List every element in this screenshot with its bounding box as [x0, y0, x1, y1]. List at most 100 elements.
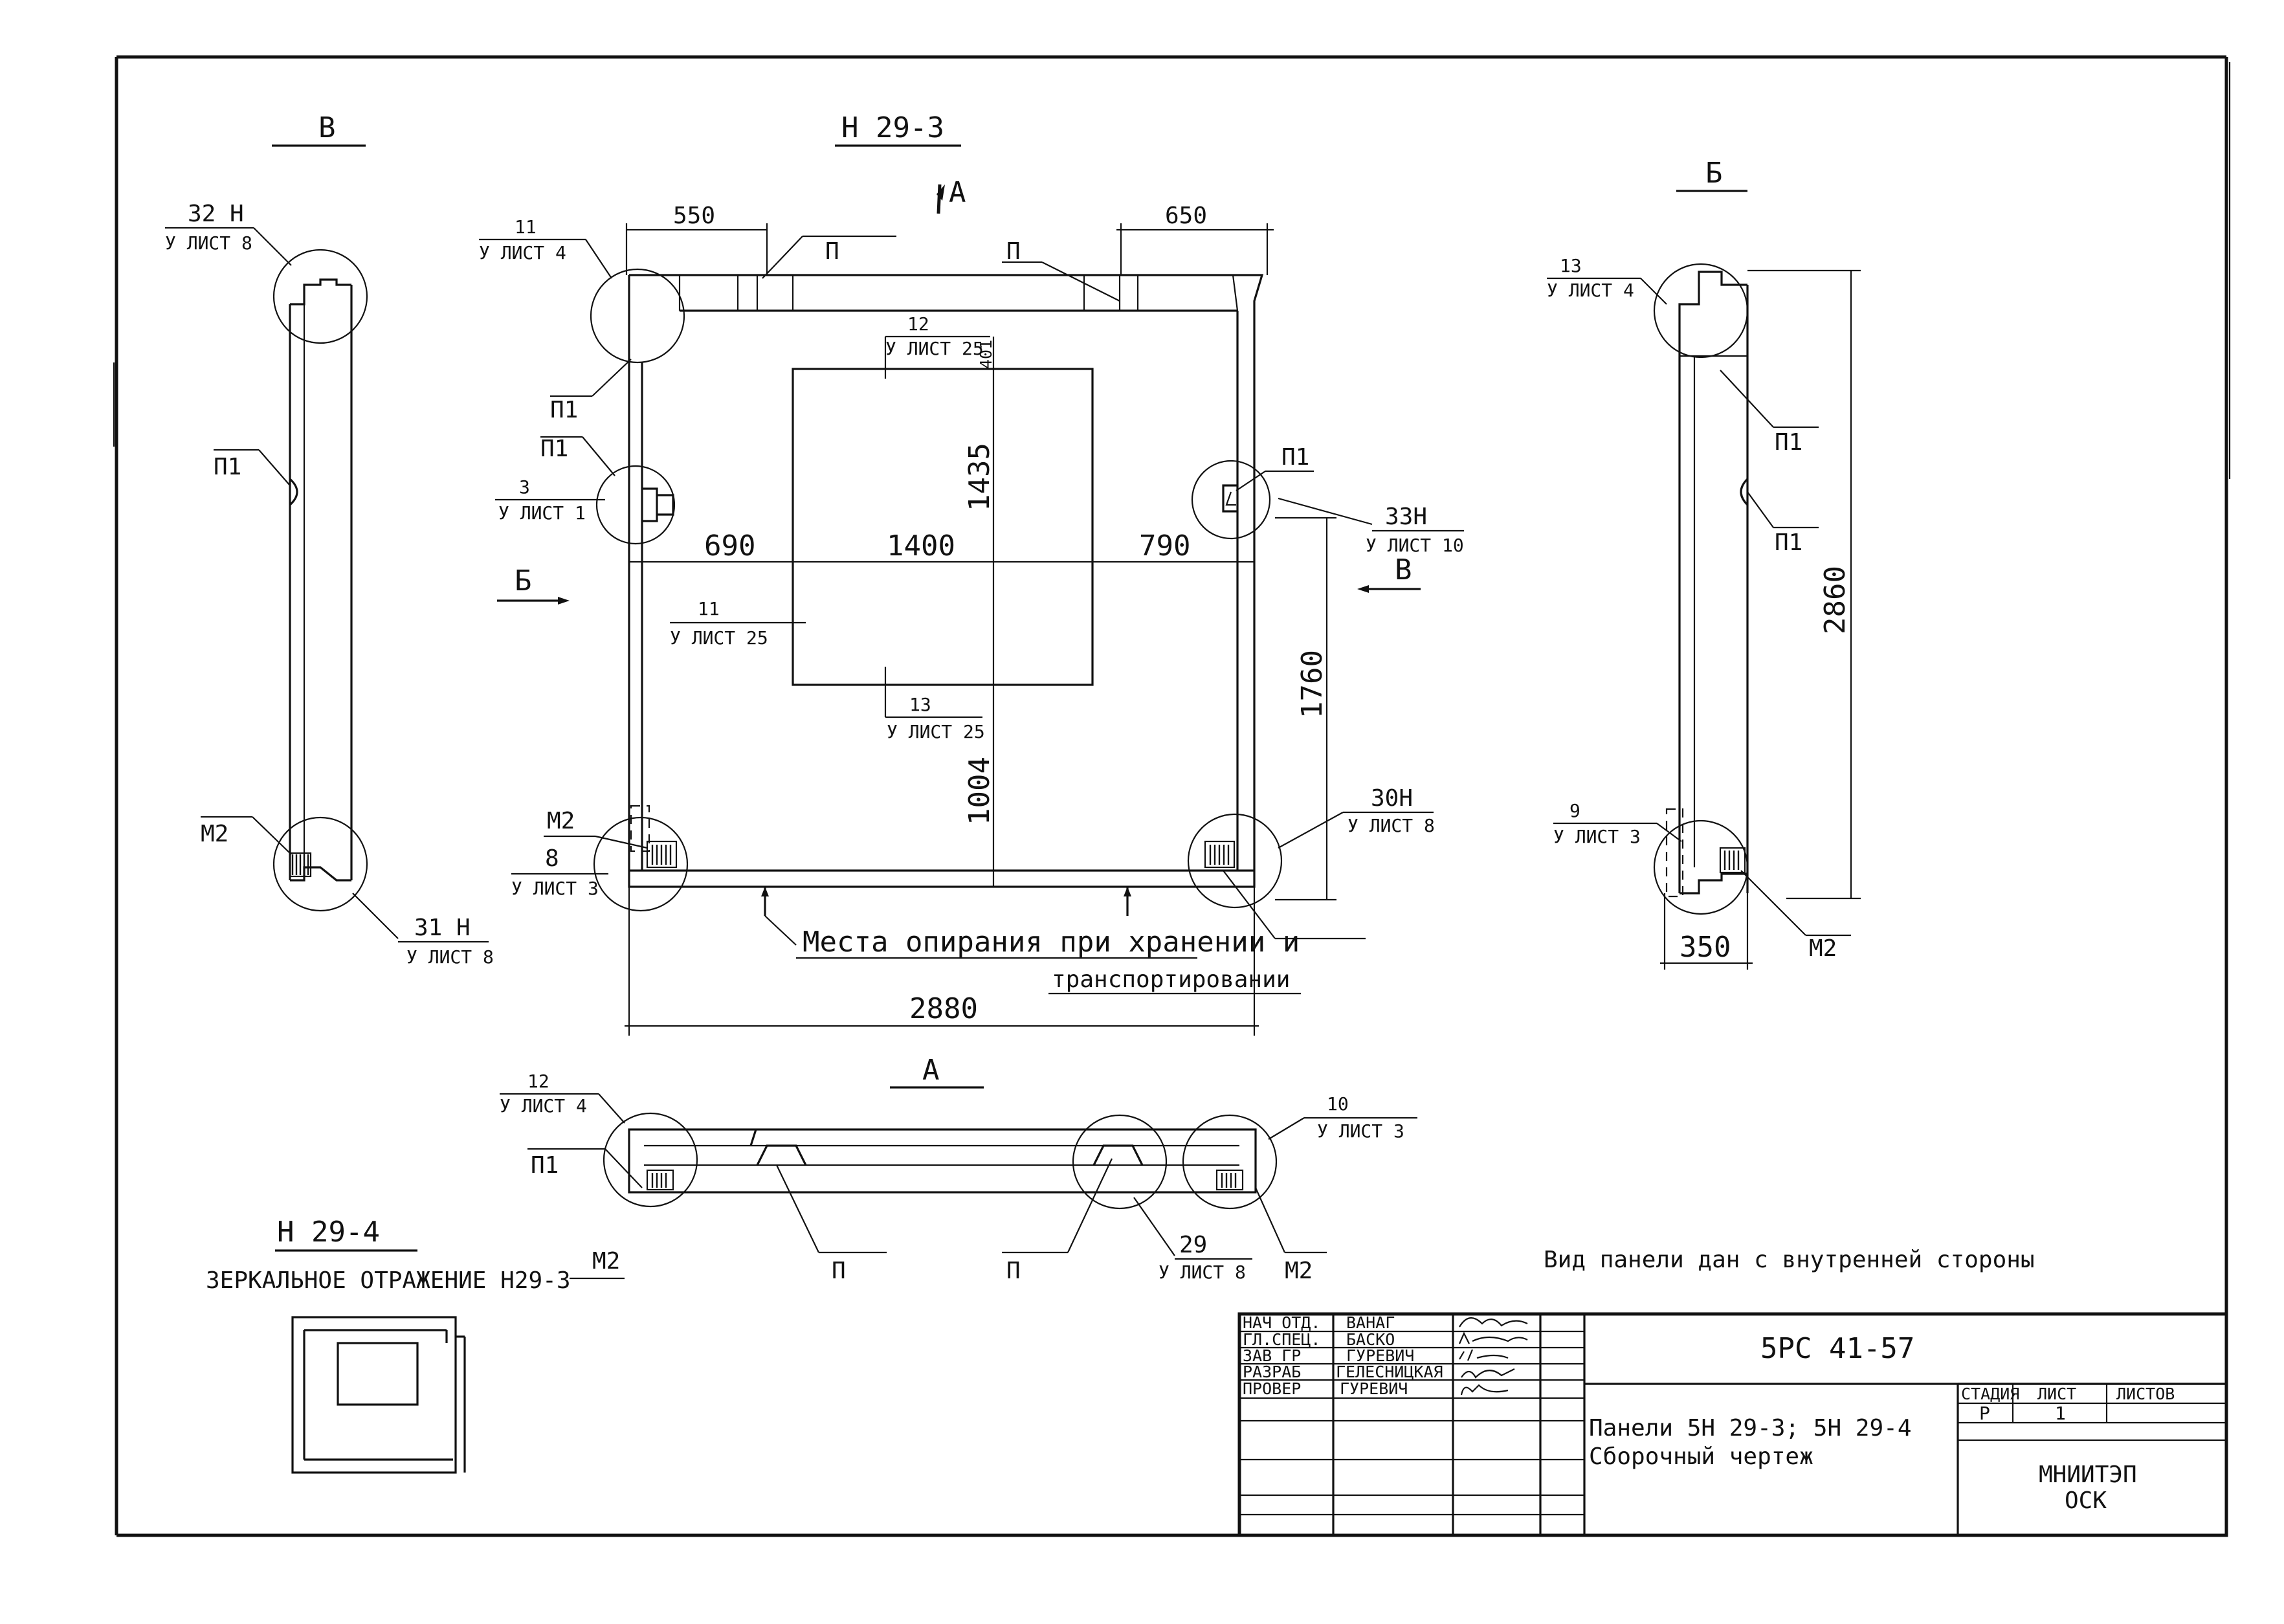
callout-33-sheet: У ЛИСТ 10 — [1366, 535, 1464, 556]
label-m2-left: М2 — [547, 808, 575, 834]
detail-circle-p1-left — [595, 465, 676, 545]
tb-name-1: БАСКО — [1346, 1330, 1395, 1349]
callout-32-sheet: У ЛИСТ 8 — [165, 232, 252, 254]
section-arrow-b: Б — [497, 564, 570, 605]
dim-650: 650 — [1165, 203, 1207, 229]
callout-12-a-num: 12 — [527, 1071, 549, 1092]
detail-circle-top-left — [590, 268, 685, 364]
section-arrow-a-label: А — [949, 176, 966, 209]
callout-11-top-sheet: У ЛИСТ 4 — [479, 242, 566, 263]
b-m2-hatch — [1719, 847, 1746, 874]
label-p1-mid-left: П1 — [540, 436, 568, 462]
callout-9-b-num: 9 — [1569, 800, 1580, 821]
callout-13-mid-num: 13 — [909, 694, 931, 715]
b-detail-circle-bottom — [1653, 819, 1749, 915]
tb-role-3: РАЗРАБ — [1243, 1363, 1301, 1381]
dim-1760: 1760 — [1296, 650, 1329, 718]
callout-12-top-num: 12 — [907, 313, 929, 335]
v-label-m2: М2 — [201, 821, 228, 847]
callout-10-a-num: 10 — [1327, 1093, 1349, 1115]
dim-401: 401 — [977, 340, 995, 369]
tb-name-2: ГУРЕВИЧ — [1346, 1346, 1414, 1365]
dim-2860: 2860 — [1819, 566, 1852, 634]
tb-role-0: НАЧ ОТД. — [1243, 1313, 1320, 1332]
a-label-p-left: П — [832, 1258, 846, 1284]
tb-name-4: ГУРЕВИЧ — [1340, 1379, 1408, 1398]
callout-31-num: 31 Н — [414, 915, 471, 941]
label-p1-right: П1 — [1281, 444, 1309, 471]
callout-8-sheet: У ЛИСТ 3 — [511, 878, 599, 899]
a-detail-circle-left — [603, 1112, 698, 1208]
callout-12-top-sheet: У ЛИСТ 25 — [885, 338, 984, 359]
view-b-title: Б — [1705, 157, 1723, 190]
tb-stage-header: СТАДИЯ — [1961, 1385, 2019, 1403]
section-arrow-v-label: В — [1395, 553, 1412, 586]
tb-sheet-header: ЛИСТ — [2037, 1385, 2076, 1403]
view-a-plan: А 12 У ЛИСТ 4 П — [500, 1054, 1417, 1284]
callout-12-a-sheet: У ЛИСТ 4 — [500, 1095, 587, 1117]
callout-11-mid-num: 11 — [698, 598, 720, 619]
callout-10-a-sheet: У ЛИСТ 3 — [1317, 1120, 1404, 1142]
callout-8-num: 8 — [545, 845, 559, 872]
tb-product-line1: Панели 5Н 29-3; 5Н 29-4 — [1589, 1415, 1912, 1441]
tb-role-1: ГЛ.СПЕЦ. — [1243, 1330, 1320, 1349]
detail-circle-bottom-right — [1187, 813, 1283, 909]
a-detail-circle-mid — [1072, 1114, 1168, 1210]
callout-32-num: 32 Н — [188, 201, 244, 227]
callout-9-b-sheet: У ЛИСТ 3 — [1553, 826, 1641, 847]
dim-790: 790 — [1139, 529, 1190, 562]
a-label-m2-left: М2 — [592, 1248, 620, 1274]
callout-3-sheet: У ЛИСТ 1 — [498, 502, 586, 524]
dim-1400: 1400 — [887, 529, 955, 562]
detail-circle-bottom-left — [593, 816, 689, 912]
tb-sheet-value: 1 — [2055, 1403, 2066, 1424]
dim-1004: 1004 — [963, 757, 996, 825]
tb-product-line2: Сборочный чертеж — [1589, 1443, 1813, 1470]
a-m2-hatch-left — [646, 1169, 674, 1191]
main-view-title: Н 29-3 — [841, 111, 944, 144]
callout-11-top-num: 11 — [515, 216, 537, 238]
callout-29-a-sheet: У ЛИСТ 8 — [1159, 1262, 1246, 1283]
callout-11-mid-sheet: У ЛИСТ 25 — [670, 627, 768, 649]
view-direction-note: Вид панели дан с внутренней стороны — [1544, 1247, 2035, 1273]
section-arrow-v: В — [1357, 553, 1421, 593]
a-label-p-right: П — [1006, 1258, 1021, 1284]
callout-29-a-num: 29 — [1179, 1232, 1207, 1258]
dim-1435: 1435 — [963, 443, 996, 511]
callout-13-b-num: 13 — [1560, 255, 1582, 276]
b-detail-circle-top — [1653, 263, 1749, 359]
b-label-p1-lower: П1 — [1775, 529, 1802, 556]
callout-33-num: 33Н — [1385, 504, 1427, 530]
dim-2880: 2880 — [909, 992, 978, 1025]
a-detail-circle-right — [1182, 1114, 1278, 1210]
view-b-side: Б 13 У ЛИСТ 4 П1 П1 — [1547, 157, 1861, 970]
mirror-title: Н 29-4 — [277, 1216, 380, 1249]
b-label-m2: М2 — [1809, 935, 1837, 962]
view-a-title: А — [922, 1054, 940, 1087]
support-markers — [761, 887, 1197, 959]
m2-plate-right — [1204, 840, 1236, 869]
signatures — [1458, 1317, 1528, 1396]
label-p-top-left: П — [825, 238, 839, 265]
mirror-caption: ЗЕРКАЛЬНОЕ ОТРАЖЕНИЕ Н29-3 — [206, 1267, 571, 1294]
a-m2-hatch-right — [1215, 1169, 1244, 1191]
v-m2-hatch — [289, 852, 312, 878]
title-block: НАЧ ОТД. ГЛ.СПЕЦ. ЗАВ ГР РАЗРАБ ПРОВЕР В… — [1237, 1312, 2228, 1537]
callout-3-num: 3 — [519, 476, 530, 498]
callout-13-b-sheet: У ЛИСТ 4 — [1547, 280, 1634, 301]
m2-plate-left — [630, 805, 678, 869]
detail-circle-p1-right — [1191, 460, 1271, 540]
mirror-thumbnail: Н 29-4 ЗЕРКАЛЬНОЕ ОТРАЖЕНИЕ Н29-3 — [206, 1216, 625, 1474]
dim-690: 690 — [704, 529, 755, 562]
a-label-p1: П1 — [531, 1152, 559, 1179]
label-p1-upper-left: П1 — [550, 397, 578, 423]
tb-name-0: ВАНАГ — [1346, 1313, 1395, 1332]
support-note-line2: транспортировании — [1052, 966, 1290, 993]
callout-31-sheet: У ЛИСТ 8 — [406, 946, 494, 968]
v-detail-circle-bottom — [272, 816, 368, 912]
view-v-title: В — [318, 111, 336, 144]
support-note-line1: Места опирания при хранении и — [803, 926, 1300, 959]
tb-stage-value: Р — [1979, 1403, 1990, 1424]
v-label-p1: П1 — [214, 454, 241, 480]
